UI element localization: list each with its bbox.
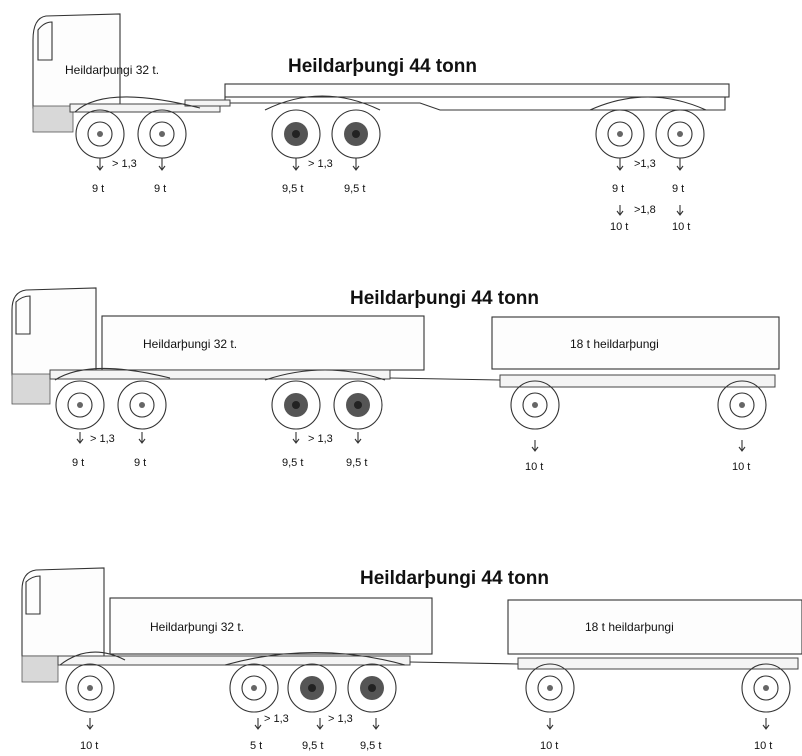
axle-load-label: 9 t — [612, 183, 624, 195]
axle-spacing-label: > 1,3 — [308, 433, 333, 445]
bumper — [11, 373, 51, 405]
wheel — [137, 109, 187, 159]
trailer-cargo-box — [491, 316, 780, 370]
axle-load-label: 10 t — [672, 221, 690, 233]
wheel — [595, 109, 645, 159]
trailer-chassis — [499, 374, 776, 388]
axle-load-label: 9,5 t — [282, 183, 303, 195]
axle-load-label: 9 t — [154, 183, 166, 195]
axle-load-label: 9,5 t — [360, 740, 381, 752]
axle-spacing-label: > 1,3 — [264, 713, 289, 725]
axle-spacing-label: > 1,3 — [112, 158, 137, 170]
truck-weight-label: Heildarþungi 32 t. — [143, 337, 237, 351]
wheel — [333, 380, 383, 430]
wheel — [347, 663, 397, 713]
wheel — [65, 663, 115, 713]
axle-spacing-label: >1,8 — [634, 204, 656, 216]
axle-load-label: 9 t — [92, 183, 104, 195]
load-arrows — [86, 718, 770, 730]
truck-cargo-box — [101, 315, 425, 371]
cab-window — [15, 295, 31, 335]
trailer-chassis — [517, 657, 799, 670]
axle-load-label: 10 t — [80, 740, 98, 752]
bumper — [32, 105, 74, 133]
truck-cab — [11, 287, 97, 376]
mudguard — [54, 367, 171, 381]
wheel — [510, 380, 560, 430]
load-arrows — [76, 432, 746, 452]
trailer-gooseneck — [224, 97, 726, 111]
diagram-semitrailer: Heildarþungi 44 tonn Heildarþungi 32 t. … — [32, 13, 730, 233]
truck-chassis — [57, 655, 411, 666]
trailer-weight-label: 18 t heildarþungi — [585, 620, 674, 634]
axle-load-label: 5 t — [250, 740, 262, 752]
axle-load-label: 9,5 t — [282, 457, 303, 469]
wheel — [55, 380, 105, 430]
mudguard — [589, 96, 707, 111]
wheel — [117, 380, 167, 430]
axle-load-label: 9,5 t — [346, 457, 367, 469]
truck-weight-label: Heildarþungi 32 t. — [65, 63, 159, 77]
axle-load-label: 9,5 t — [302, 740, 323, 752]
wheel — [271, 380, 321, 430]
wheel — [717, 380, 767, 430]
bumper — [21, 655, 59, 683]
axle-load-label: 10 t — [540, 740, 558, 752]
truck-weight-label: Heildarþungi 32 t. — [150, 620, 244, 634]
cab-window — [37, 21, 53, 61]
axle-load-label: 10 t — [754, 740, 772, 752]
truck-cargo-box — [109, 597, 433, 655]
truck-cab — [32, 13, 121, 109]
coupling-beam — [184, 99, 231, 107]
diagram-title: Heildarþungi 44 tonn — [360, 568, 549, 589]
diagram-title: Heildarþungi 44 tonn — [288, 56, 477, 77]
load-arrows — [96, 158, 684, 216]
diagram-title: Heildarþungi 44 tonn — [350, 288, 539, 309]
truck-cab — [21, 567, 105, 657]
wheel — [287, 663, 337, 713]
axle-load-label: 10 t — [525, 461, 543, 473]
mudguard — [224, 651, 406, 666]
trailer-deck — [224, 83, 730, 98]
wheel — [271, 109, 321, 159]
diagram-truck-trailer-a: Heildarþungi 44 tonn Heildarþungi 32 t. … — [11, 287, 780, 473]
axle-load-label: 10 t — [732, 461, 750, 473]
axle-spacing-label: > 1,3 — [90, 433, 115, 445]
axle-spacing-label: > 1,3 — [328, 713, 353, 725]
mudguard — [264, 369, 386, 381]
axle-load-label: 10 t — [610, 221, 628, 233]
wheel — [229, 663, 279, 713]
truck-chassis — [49, 369, 391, 380]
axle-spacing-label: >1,3 — [634, 158, 656, 170]
diagram-truck-trailer-b: Heildarþungi 44 tonn Heildarþungi 32 t. … — [21, 567, 802, 752]
trailer-cargo-box — [507, 599, 802, 655]
axle-load-label: 9 t — [672, 183, 684, 195]
mudguard — [59, 651, 126, 666]
trailer-weight-label: 18 t heildarþungi — [570, 337, 659, 351]
drawbar — [389, 377, 501, 381]
axle-spacing-label: > 1,3 — [308, 158, 333, 170]
mudguard — [264, 95, 381, 111]
wheel — [75, 109, 125, 159]
mudguard — [74, 96, 201, 113]
axle-load-label: 9,5 t — [344, 183, 365, 195]
truck-chassis — [69, 103, 221, 113]
axle-load-label: 9 t — [72, 457, 84, 469]
wheel — [525, 663, 575, 713]
wheel — [331, 109, 381, 159]
axle-load-label: 9 t — [134, 457, 146, 469]
wheel — [655, 109, 705, 159]
drawbar — [409, 661, 519, 665]
wheel — [741, 663, 791, 713]
cab-window — [25, 575, 41, 615]
